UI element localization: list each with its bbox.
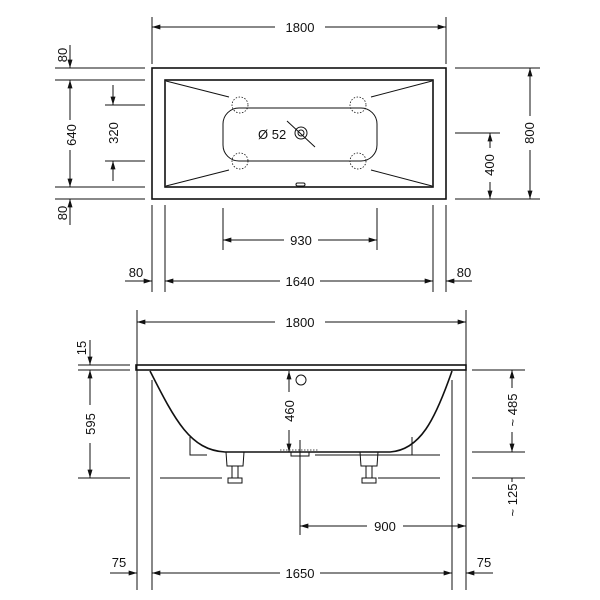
drain-slot-icon [295, 182, 306, 187]
leg-icons [225, 451, 379, 484]
dim-width-total: 1800 [286, 20, 315, 35]
dim-side-width-total: 1800 [286, 315, 315, 330]
dim-leg-height-approx: ~ 125 [505, 484, 520, 517]
dim-leg-spacing-y: 320 [106, 122, 121, 144]
dim-rim-right: 80 [457, 265, 471, 280]
dim-leg-spacing-x: 930 [290, 233, 312, 248]
dim-side-right: 75 [477, 555, 491, 570]
dim-overflow-offset: 400 [482, 154, 497, 176]
dim-rim-left: 80 [129, 265, 143, 280]
overflow-diameter-label: Ø 52 [258, 127, 286, 142]
side-view: 1800 15 595 460 ~ 485 ~ 125 900 75 1650 … [74, 310, 525, 590]
dim-side-left: 75 [112, 555, 126, 570]
dim-rim-bottom: 80 [55, 206, 70, 220]
leg-position-icons [231, 96, 367, 170]
overflow-drain-icon [286, 120, 316, 148]
dim-base-width: 1650 [286, 566, 315, 581]
dim-drain-offset: 900 [374, 519, 396, 534]
dim-height-approx: ~ 485 [505, 394, 520, 427]
dim-depth-total: 800 [522, 122, 537, 144]
tub-inner-basin [164, 79, 434, 188]
top-view: Ø 52 1800 80 640 80 320 400 800 930 80 1… [55, 17, 540, 292]
dim-rim-thickness: 15 [74, 341, 89, 355]
overflow-icon [295, 374, 307, 386]
dim-inner-width: 1640 [286, 274, 315, 289]
dim-rim-top: 80 [55, 48, 70, 62]
tub-floor-outline [222, 107, 378, 162]
dim-inner-depth-side: 460 [282, 400, 297, 422]
dim-total-height: 595 [83, 413, 98, 435]
tub-body-profile [149, 370, 453, 453]
tub-rim-profile [135, 364, 467, 371]
dim-inner-depth: 640 [64, 124, 79, 146]
tub-outer-rim [151, 67, 447, 200]
